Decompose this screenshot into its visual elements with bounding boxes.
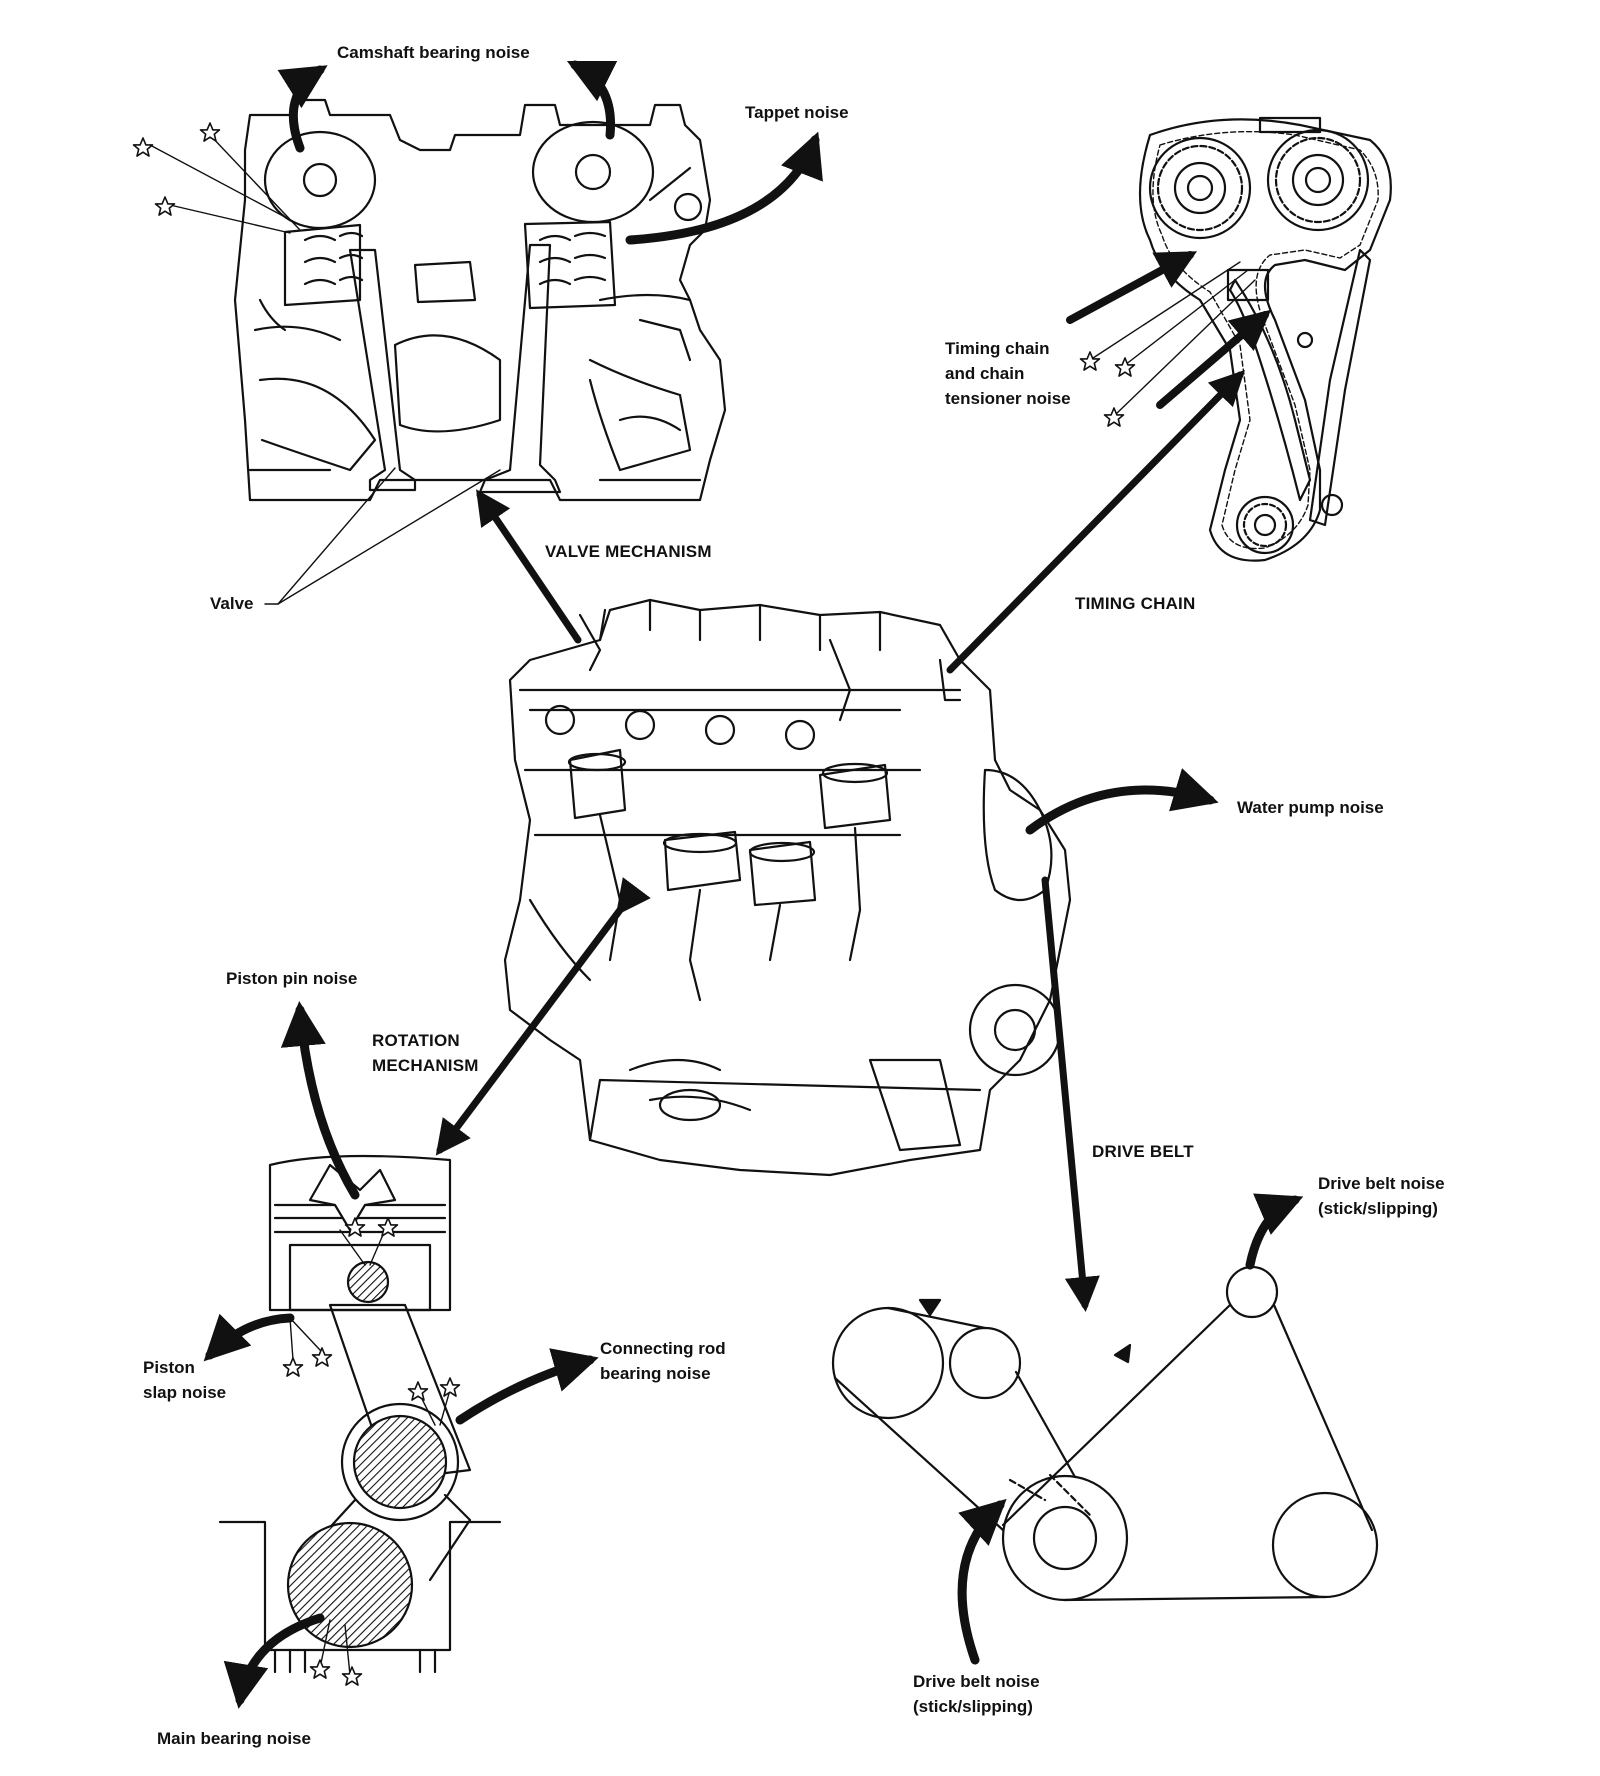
valve-mechanism-pointer-arrow [476, 489, 582, 644]
engine-block-drawing [503, 598, 1072, 1177]
camshaft-bearing-noise-label: Camshaft bearing noise [337, 43, 530, 62]
drive-belt-drawing [831, 1265, 1379, 1602]
piston-slap-noise-label-line1: Piston [143, 1358, 195, 1377]
valve-mechanism-section-label: VALVE MECHANISM [545, 542, 712, 561]
drive-belt-noise-bottom-label-line2: (stick/slipping) [913, 1697, 1033, 1716]
drive-belt-noise-top-arrow [1245, 1193, 1304, 1270]
water-pump-noise-arrow [1025, 768, 1219, 835]
tappet-noise-arrow [625, 131, 823, 245]
valve-label: Valve [210, 594, 254, 613]
camshaft-noise-arrow-left [277, 65, 328, 153]
timing-chain-noise-label-line1: Timing chain [945, 339, 1050, 358]
piston-slap-noise-label-line2: slap noise [143, 1383, 227, 1402]
conrod-bearing-noise-arrow [455, 1348, 599, 1425]
timing-chain-noise-arrow-2 [1156, 309, 1272, 409]
cylinder-head-drawing [233, 98, 727, 502]
timing-chain-noise-label-line2: and chain [945, 364, 1025, 383]
diagnosis-star-icon [1079, 350, 1101, 372]
diagnosis-star-icon [154, 195, 176, 217]
main-bearing-noise-label: Main bearing noise [157, 1729, 311, 1748]
rotation-mechanism-section-label-line1: ROTATION [372, 1031, 460, 1050]
connecting-rod-bearing-noise-label-line1: Connecting rod [600, 1339, 726, 1358]
timing-chain-noise-arrow-1 [1066, 251, 1198, 324]
diagnosis-star-icon [341, 1665, 363, 1687]
rotation-mechanism-pointer-arrow [435, 877, 651, 1156]
timing-chain-noise-label-line3: tensioner noise [945, 389, 1071, 408]
connecting-rod-bearing-noise-label-line2: bearing noise [600, 1364, 711, 1383]
drive-belt-noise-top-label-line2: (stick/slipping) [1318, 1199, 1438, 1218]
drive-belt-pointer-arrow [1041, 876, 1100, 1312]
water-pump-noise-label: Water pump noise [1237, 798, 1384, 817]
timing-chain-drawing [1138, 116, 1392, 562]
rotation-mechanism-section-label-line2: MECHANISM [372, 1056, 479, 1075]
drive-belt-noise-bottom-label-line1: Drive belt noise [913, 1672, 1040, 1691]
diagnosis-star-icon [377, 1216, 399, 1238]
diagnosis-star-icon [282, 1356, 304, 1378]
diagnosis-star-icon [439, 1376, 461, 1398]
diagnosis-star-icon [311, 1346, 333, 1368]
drive-belt-noise-top-label-line1: Drive belt noise [1318, 1174, 1445, 1193]
camshaft-noise-arrow-right [566, 60, 618, 140]
drive-belt-noise-bottom-arrow [957, 1498, 1007, 1665]
timing-chain-pointer-arrow [946, 370, 1245, 674]
timing-chain-section-label: TIMING CHAIN [1075, 594, 1196, 613]
drive-belt-section-label: DRIVE BELT [1092, 1142, 1194, 1161]
main-bearing-noise-arrow [223, 1613, 325, 1709]
diagnosis-star-icon [309, 1658, 331, 1680]
piston-pin-noise-arrow [280, 1001, 360, 1200]
diagnosis-star-icon [407, 1380, 429, 1402]
tappet-noise-label: Tappet noise [745, 103, 849, 122]
diagnosis-star-icon [132, 136, 154, 158]
piston-pin-noise-label: Piston pin noise [226, 969, 358, 988]
diagnosis-star-icon [199, 121, 221, 143]
piston-slap-noise-arrow [203, 1313, 295, 1362]
diagnosis-star-icon [1103, 406, 1125, 428]
